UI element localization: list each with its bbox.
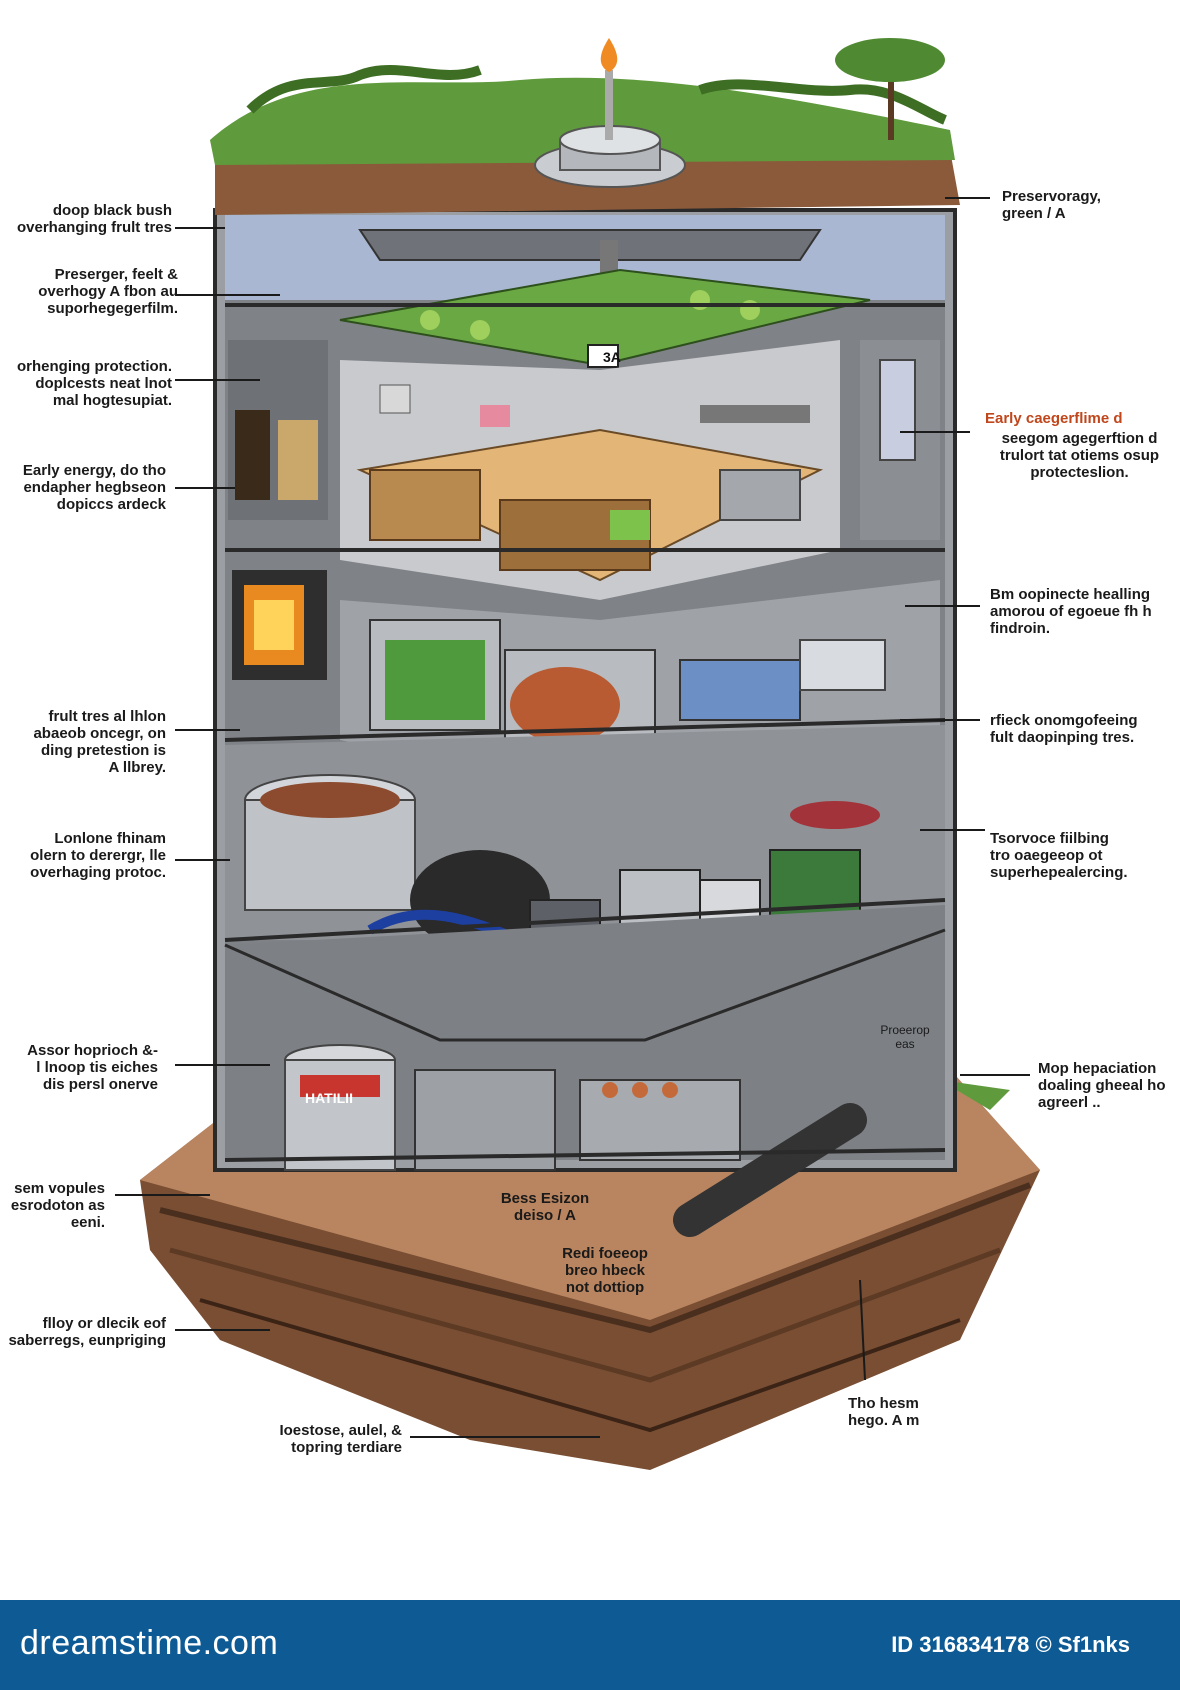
label-left-3: orhenging protection. doplcests neat lno… — [17, 358, 172, 409]
label-right-6: Tsorvoce fiilbing tro oaegeeop ot superh… — [990, 830, 1128, 881]
roof-garden — [210, 38, 960, 215]
label-right-5: rfieck onomgofeeing fult daopinping tres… — [990, 712, 1138, 746]
basement-floor — [224, 905, 946, 1237]
label-right-7: Mop hepaciation doaling gheeal ho agreer… — [1038, 1060, 1166, 1111]
label-right-4: Bm oopinecte healling amorou of egoeue f… — [990, 586, 1152, 637]
label-left-9: flloy or dlecik eof saberregs, eunprigin… — [8, 1315, 166, 1349]
watermark-footer-bar: dreamstime.com ID 316834178 © Sf1nks — [0, 1600, 1180, 1690]
leader-lines — [115, 197, 1030, 1438]
label-left-1: doop black bush overhanging frult tres — [16, 202, 172, 236]
label-left-2: Preserger, feelt & overhogy A fbon au su… — [38, 266, 178, 317]
label-center-soil: Redi foeeop breo hbeck not dottiop — [562, 1245, 648, 1296]
label-left-8: sem vopules esrodoton as eeni. — [10, 1180, 105, 1231]
label-right-2: Early caegerflime d — [985, 410, 1123, 427]
label-right-8: Tho hesm hego. A m — [848, 1395, 920, 1429]
can-label-text: HATILII — [305, 1090, 353, 1106]
label-center-right-room: Proeerop eas — [880, 1023, 930, 1051]
footer-image-id: ID 316834178 © Sf1nks — [891, 1632, 1130, 1657]
label-left-6: Lonlone fhinam olern to derergr, lle ove… — [30, 830, 166, 881]
label-left-5: frult tres al lhlon abaeob oncegr, on di… — [33, 708, 166, 776]
label-left-4: Early energy, do tho endapher hegbseon d… — [22, 462, 166, 513]
kitchen-floor — [225, 340, 945, 600]
footer-brand: dreamstime.com — [20, 1624, 279, 1662]
floor-tag: 3A — [603, 349, 621, 365]
label-left-10: Ioestose, aulel, & topring terdiare — [279, 1422, 402, 1456]
label-right-1: Preservoragy, green / A — [1002, 188, 1101, 222]
top-floor-garden — [225, 215, 945, 368]
label-right-3: seegom agegerftion d trulort tat otiems … — [999, 430, 1160, 481]
label-center-basement: Bess Esizon deiso / A — [500, 1190, 590, 1224]
bunker-cutaway-diagram: 3A HATILII — [115, 38, 1040, 1470]
label-left-7: Assor hoprioch &- l lnoop tis eiches dis… — [27, 1042, 158, 1093]
